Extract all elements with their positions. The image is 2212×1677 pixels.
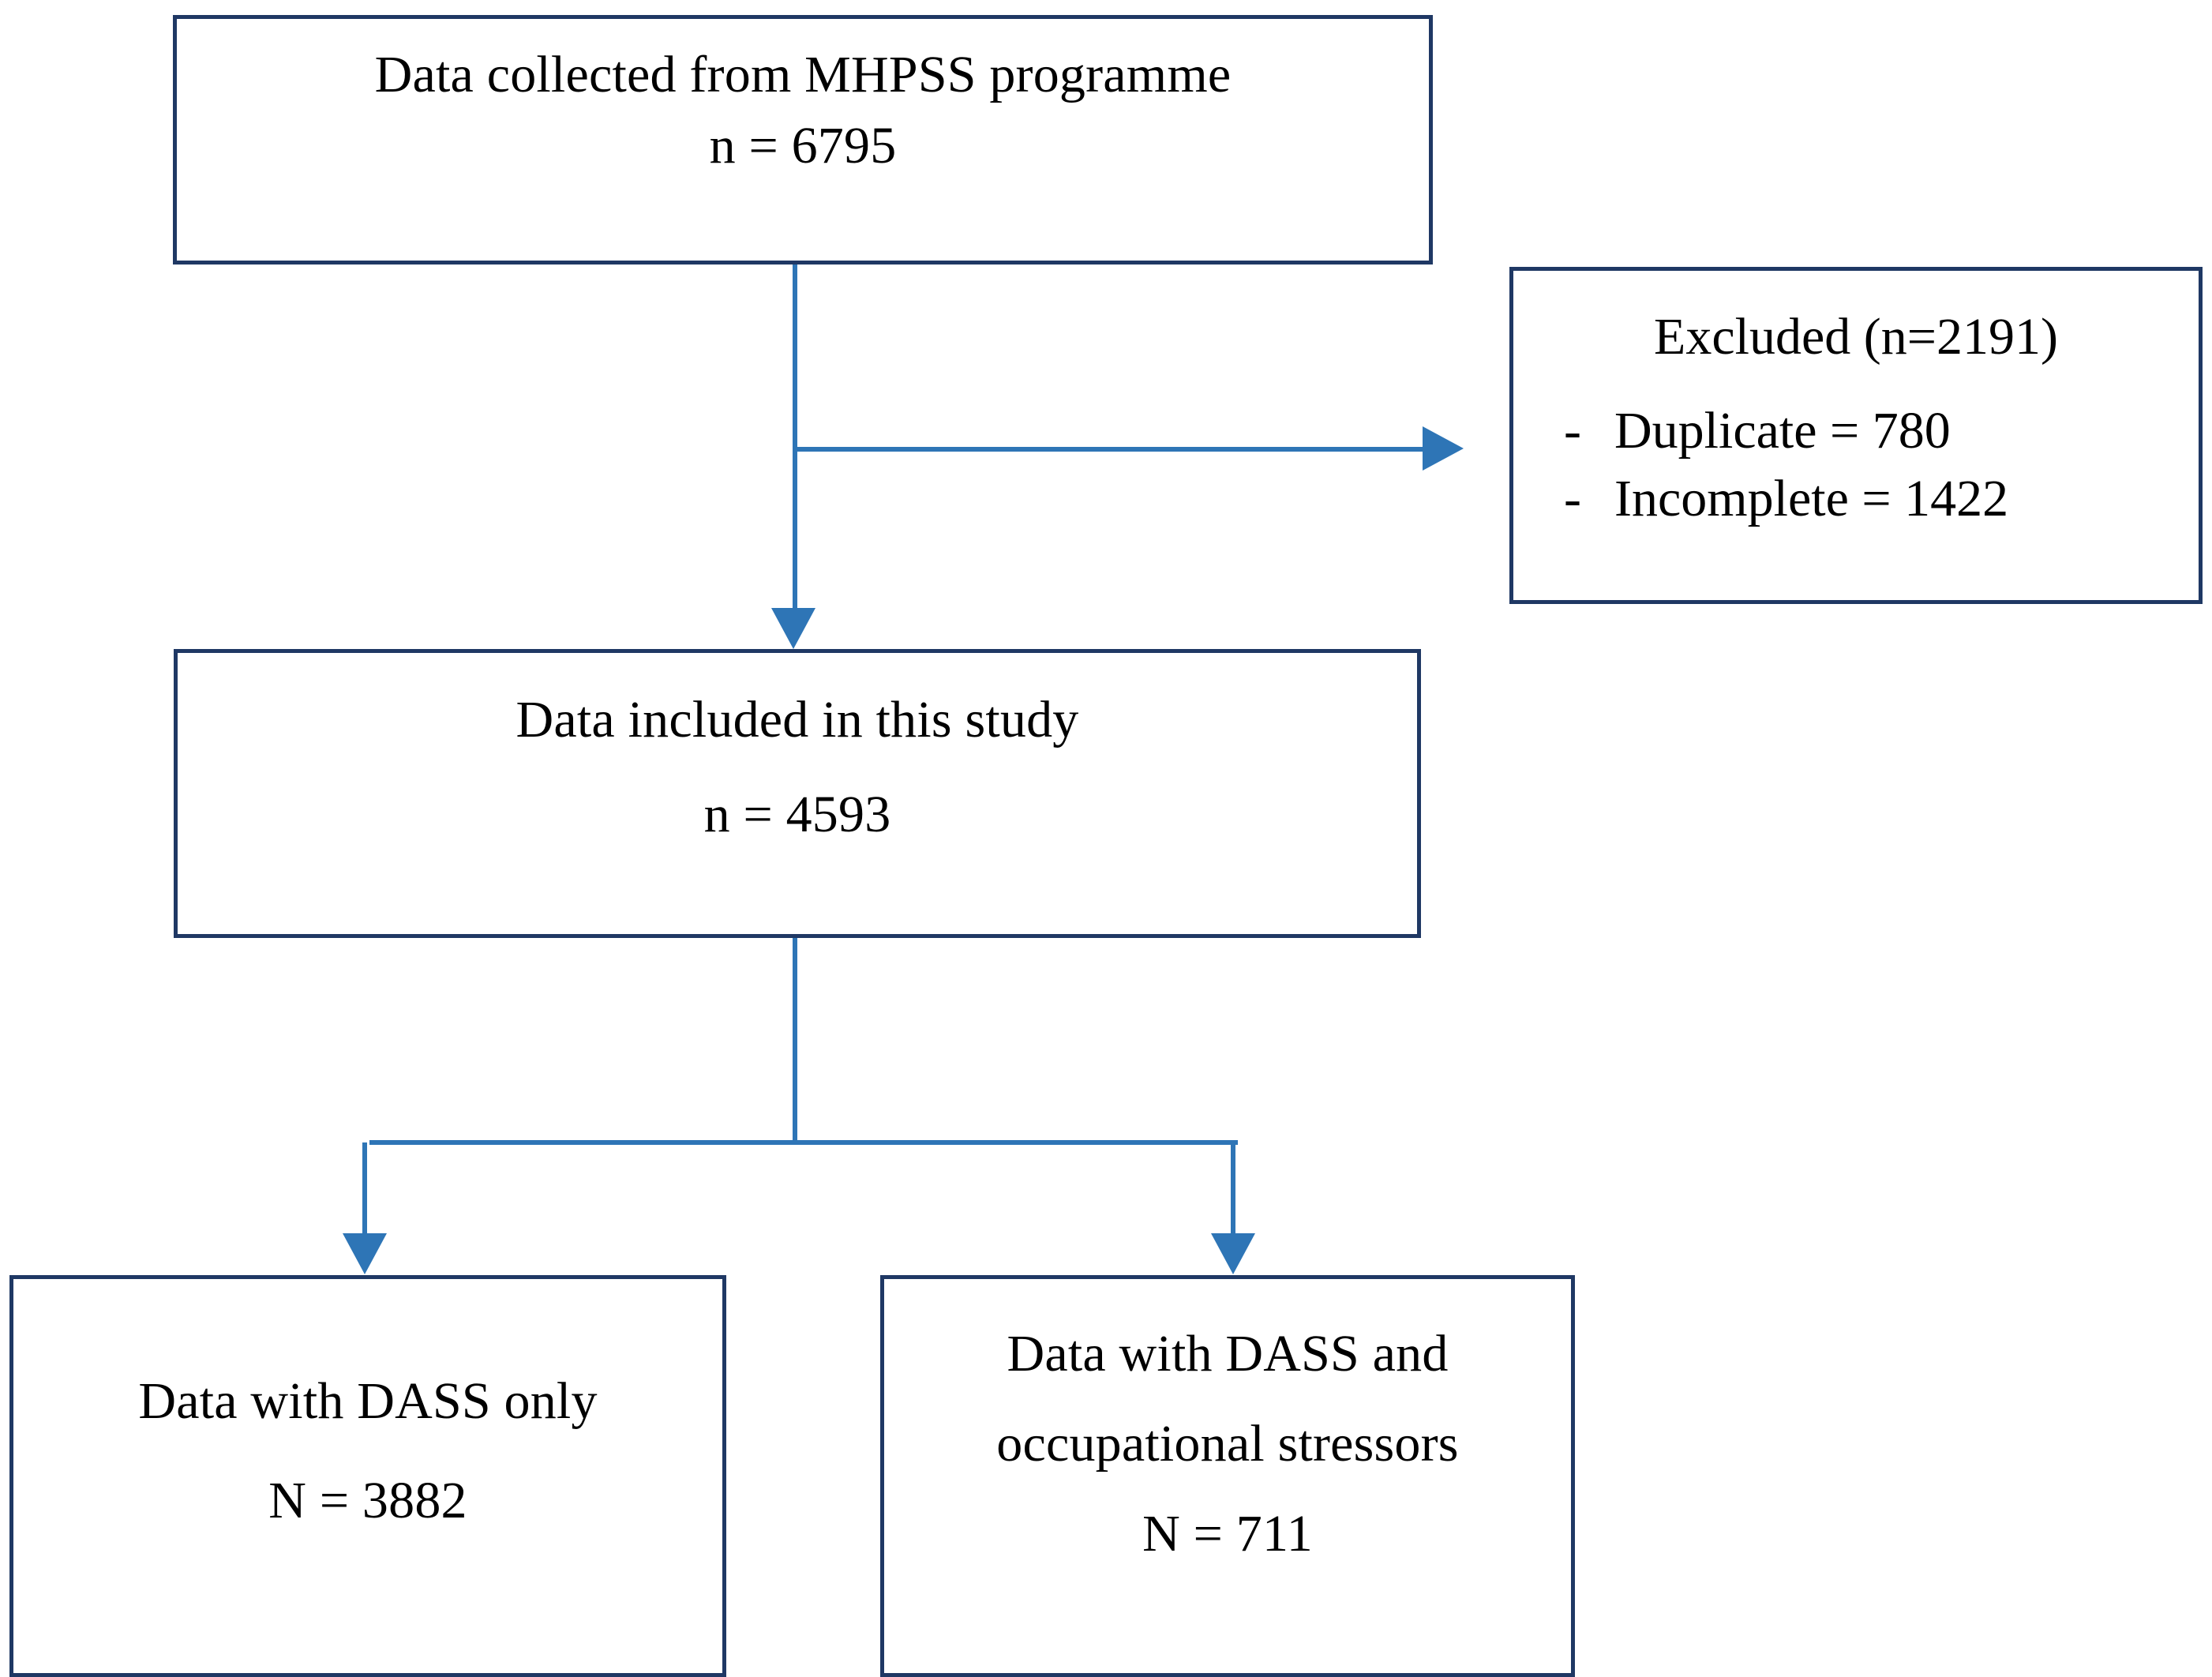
connector-to-excluded bbox=[795, 447, 1423, 452]
arrowhead-right-excluded bbox=[1423, 426, 1464, 471]
node-source-title: Data collected from MHPSS programme bbox=[374, 46, 1232, 103]
bullet-dash-icon: - bbox=[1564, 401, 1581, 460]
node-data-included: Data included in this study n = 4593 bbox=[174, 649, 1421, 938]
list-item: - Duplicate = 780 bbox=[1564, 401, 2199, 460]
node-data-collected: Data collected from MHPSS programme n = … bbox=[173, 15, 1433, 264]
node-dass-only-title: Data with DASS only bbox=[138, 1372, 598, 1430]
connector-source-stem bbox=[793, 264, 797, 624]
node-included-count: n = 4593 bbox=[703, 785, 891, 843]
node-excluded-header: Excluded (n=2191) bbox=[1654, 308, 2058, 366]
bullet-label: Incomplete = 1422 bbox=[1614, 470, 2009, 528]
node-dass-occ-title-line2: occupational stressors bbox=[996, 1414, 1459, 1473]
node-excluded: Excluded (n=2191) - Duplicate = 780 - In… bbox=[1509, 267, 2203, 604]
node-dass-occ-count: N = 711 bbox=[1142, 1504, 1313, 1563]
node-dass-only-count: N = 3882 bbox=[268, 1471, 467, 1529]
arrowhead-down-dass-only bbox=[343, 1233, 387, 1274]
node-source-count: n = 6795 bbox=[709, 116, 897, 174]
connector-right-drop bbox=[1231, 1142, 1235, 1236]
arrowhead-down-dass-occupational bbox=[1211, 1233, 1255, 1274]
arrowhead-down-included bbox=[771, 608, 815, 649]
bullet-dash-icon: - bbox=[1564, 470, 1581, 528]
bullet-label: Duplicate = 780 bbox=[1614, 401, 1951, 460]
list-item: - Incomplete = 1422 bbox=[1564, 471, 2199, 528]
node-included-title: Data included in this study bbox=[516, 691, 1079, 748]
node-excluded-bullet-list: - Duplicate = 780 - Incomplete = 1422 bbox=[1513, 401, 2199, 528]
node-dass-occupational: Data with DASS and occupational stressor… bbox=[880, 1275, 1575, 1677]
connector-split-horizontal bbox=[369, 1140, 1238, 1145]
node-dass-only: Data with DASS only N = 3882 bbox=[9, 1275, 726, 1677]
node-dass-occ-title-line1: Data with DASS and bbox=[1007, 1325, 1449, 1382]
connector-included-stem bbox=[793, 938, 797, 1145]
connector-left-drop bbox=[362, 1142, 367, 1236]
